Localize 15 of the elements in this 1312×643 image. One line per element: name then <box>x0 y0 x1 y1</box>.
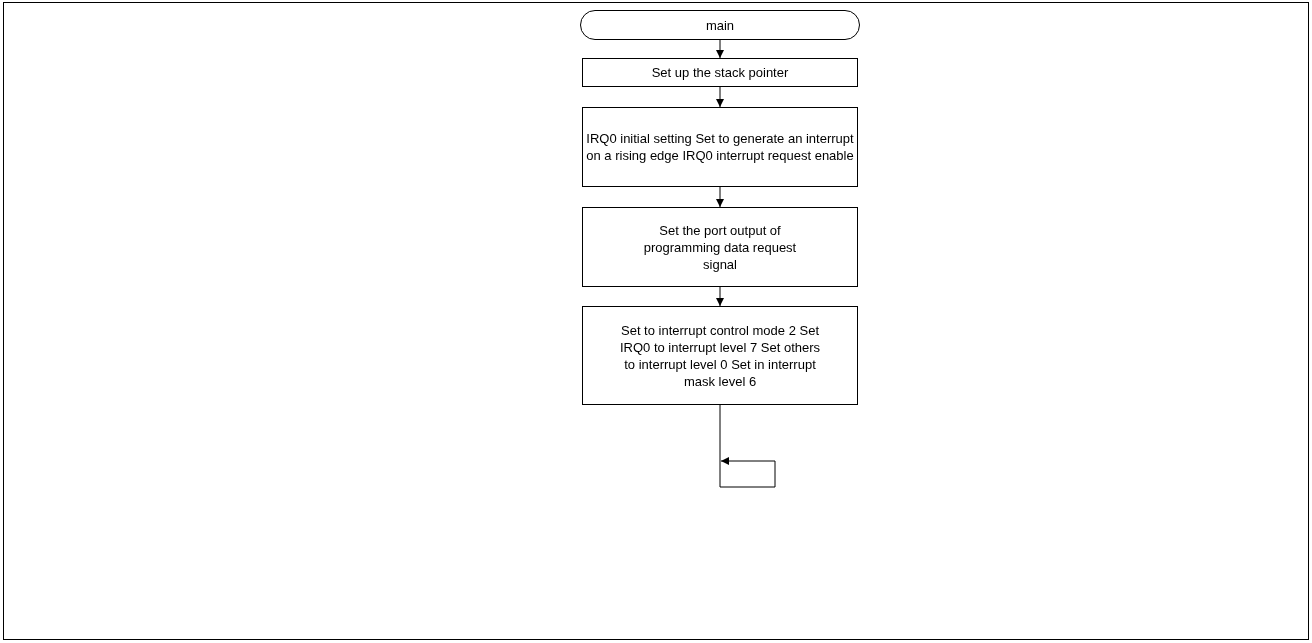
process-box <box>582 207 858 287</box>
arrow <box>716 86 724 108</box>
arrow <box>716 39 724 59</box>
box-text: Set the port output of programming data request signal <box>642 221 798 273</box>
box-text: Set to interrupt control mode 2 Set IRQ0 to interrupt level 7 Set others to interrupt level 0 Set in interrupt mask level 6 <box>618 321 822 390</box>
box-text: IRQ0 initial setting Set to generate an interrupt on a rising edge IRQ0 interrupt request enable <box>585 130 855 164</box>
terminal-box <box>580 10 860 40</box>
arrow <box>716 186 724 208</box>
process-box <box>582 107 858 187</box>
box-text: main <box>705 16 735 34</box>
process-box <box>582 306 858 405</box>
process-box <box>582 58 858 87</box>
arrow <box>719 404 776 488</box>
box-text: Set up the stack pointer <box>651 64 789 81</box>
arrow <box>716 286 724 307</box>
